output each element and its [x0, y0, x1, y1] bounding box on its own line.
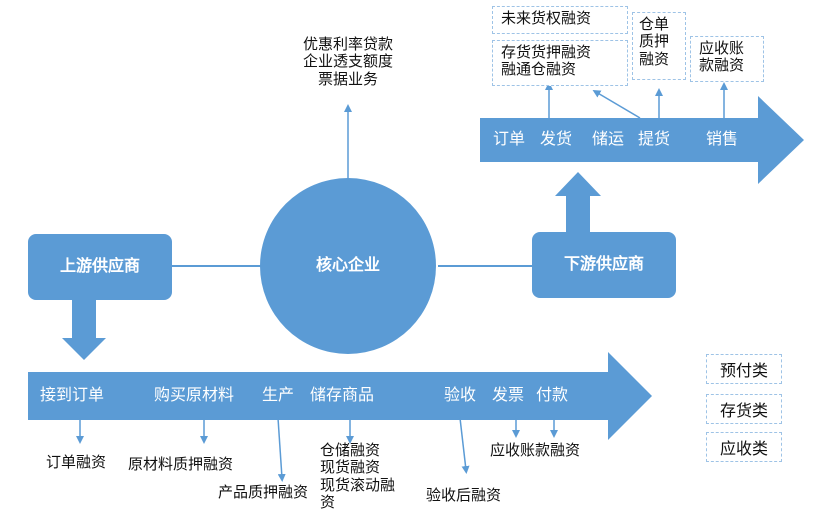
acceptance-financing: 验收后融资 — [426, 486, 502, 504]
downstream-step: 发货 — [540, 129, 573, 148]
downstream-step: 销售 — [706, 129, 739, 148]
upstream-step: 生产 — [262, 385, 295, 404]
storage-financing-line: 现货滚动融 — [320, 475, 396, 494]
downstream-step: 储运 — [592, 129, 625, 148]
downstream-up-arrow — [555, 172, 601, 232]
storage-financing-line: 现货融资 — [320, 458, 381, 477]
order-financing: 订单融资 — [46, 453, 107, 471]
upstream-step: 发票 — [492, 385, 525, 404]
service-item: 优惠利率贷款 — [302, 35, 393, 53]
upstream-process-arrow — [28, 352, 652, 440]
downstream-step: 订单 — [493, 129, 526, 148]
raw-material-financing: 原材料质押融资 — [128, 455, 234, 473]
storage-financing-line: 仓储融资 — [320, 441, 381, 459]
legend-inventory: 存货类 — [706, 394, 782, 424]
warehouse-receipt-line: 仓单 — [639, 15, 670, 33]
core-services: 优惠利率贷款 企业透支额度 票据业务 — [290, 35, 406, 88]
arrow-acceptance-financing — [459, 417, 470, 474]
storage-financing-line: 资 — [320, 492, 336, 511]
upstream-label: 上游供应商 — [59, 256, 140, 275]
receivable-financing-line: 应收账 — [699, 39, 745, 57]
product-financing: 产品质押融资 — [218, 483, 309, 501]
legend-receivable: 应收类 — [706, 432, 782, 462]
storage-financing: 仓储融资 现货融资 现货滚动融 资 — [320, 441, 396, 511]
upstream-step: 接到订单 — [40, 385, 105, 404]
core-circle — [260, 178, 436, 354]
receivable-financing-line: 款融资 — [699, 56, 745, 75]
upstream-step: 购买原材料 — [154, 385, 235, 404]
downstream-box — [532, 232, 676, 298]
arrow-inventory-financing — [592, 89, 641, 119]
downstream-label: 下游供应商 — [563, 254, 644, 273]
inventory-financing-line: 存货货押融资 — [501, 43, 592, 61]
receivable-financing-upstream: 应收账款融资 — [490, 441, 581, 459]
warehouse-receipt-line: 质押 — [639, 32, 670, 51]
receivable-box: 应收账 款融资 — [690, 36, 764, 82]
warehouse-receipt-line: 融资 — [639, 49, 670, 68]
future-goods-financing: 未来货权融资 — [501, 9, 592, 27]
upstream-down-arrow — [62, 298, 106, 360]
future-goods-box: 未来货权融资 — [492, 6, 628, 34]
core-label: 核心企业 — [315, 255, 380, 274]
arrow-product-financing — [277, 417, 286, 482]
warehouse-receipt-box: 仓单 质押 融资 — [632, 12, 686, 80]
upstream-box — [28, 234, 172, 300]
upstream-step: 储存商品 — [310, 385, 375, 404]
downstream-process-arrow — [480, 96, 804, 184]
inventory-box: 存货货押融资 融通仓融资 — [492, 40, 628, 86]
service-item: 企业透支额度 — [302, 52, 393, 71]
legend-prepaid: 预付类 — [706, 354, 782, 384]
upstream-step: 验收 — [444, 385, 477, 404]
inventory-financing-line: 融通仓融资 — [501, 60, 577, 79]
downstream-step: 提货 — [638, 129, 671, 148]
service-item: 票据业务 — [317, 69, 378, 88]
upstream-step: 付款 — [536, 385, 569, 404]
